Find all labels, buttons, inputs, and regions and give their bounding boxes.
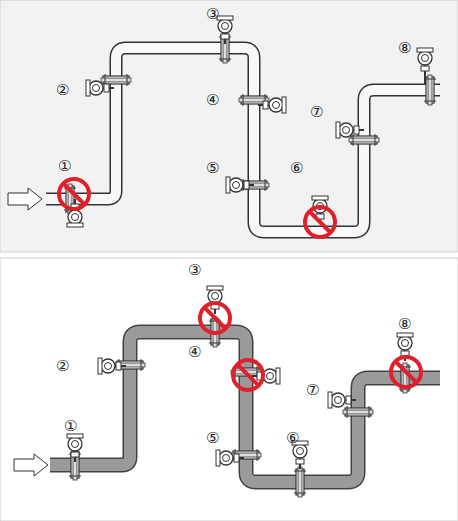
callout-number: ⑥ — [290, 160, 303, 176]
callout-number: ⑤ — [206, 430, 219, 446]
callout-number: ⑥ — [286, 430, 299, 446]
callout-number: ③ — [188, 262, 201, 278]
callout-number: ⑧ — [398, 316, 411, 332]
callout-number: ⑦ — [310, 104, 323, 120]
callout-number: ① — [58, 158, 71, 174]
callout-number: ③ — [206, 6, 219, 22]
callout-number: ④ — [188, 344, 201, 360]
callout-number: ④ — [206, 92, 219, 108]
callout-number: ① — [64, 418, 77, 434]
callout-number: ⑦ — [306, 382, 319, 398]
callout-number: ② — [56, 82, 69, 98]
callout-number: ⑤ — [206, 160, 219, 176]
callout-number: ② — [56, 358, 69, 374]
callout-number: ⑧ — [398, 40, 411, 56]
